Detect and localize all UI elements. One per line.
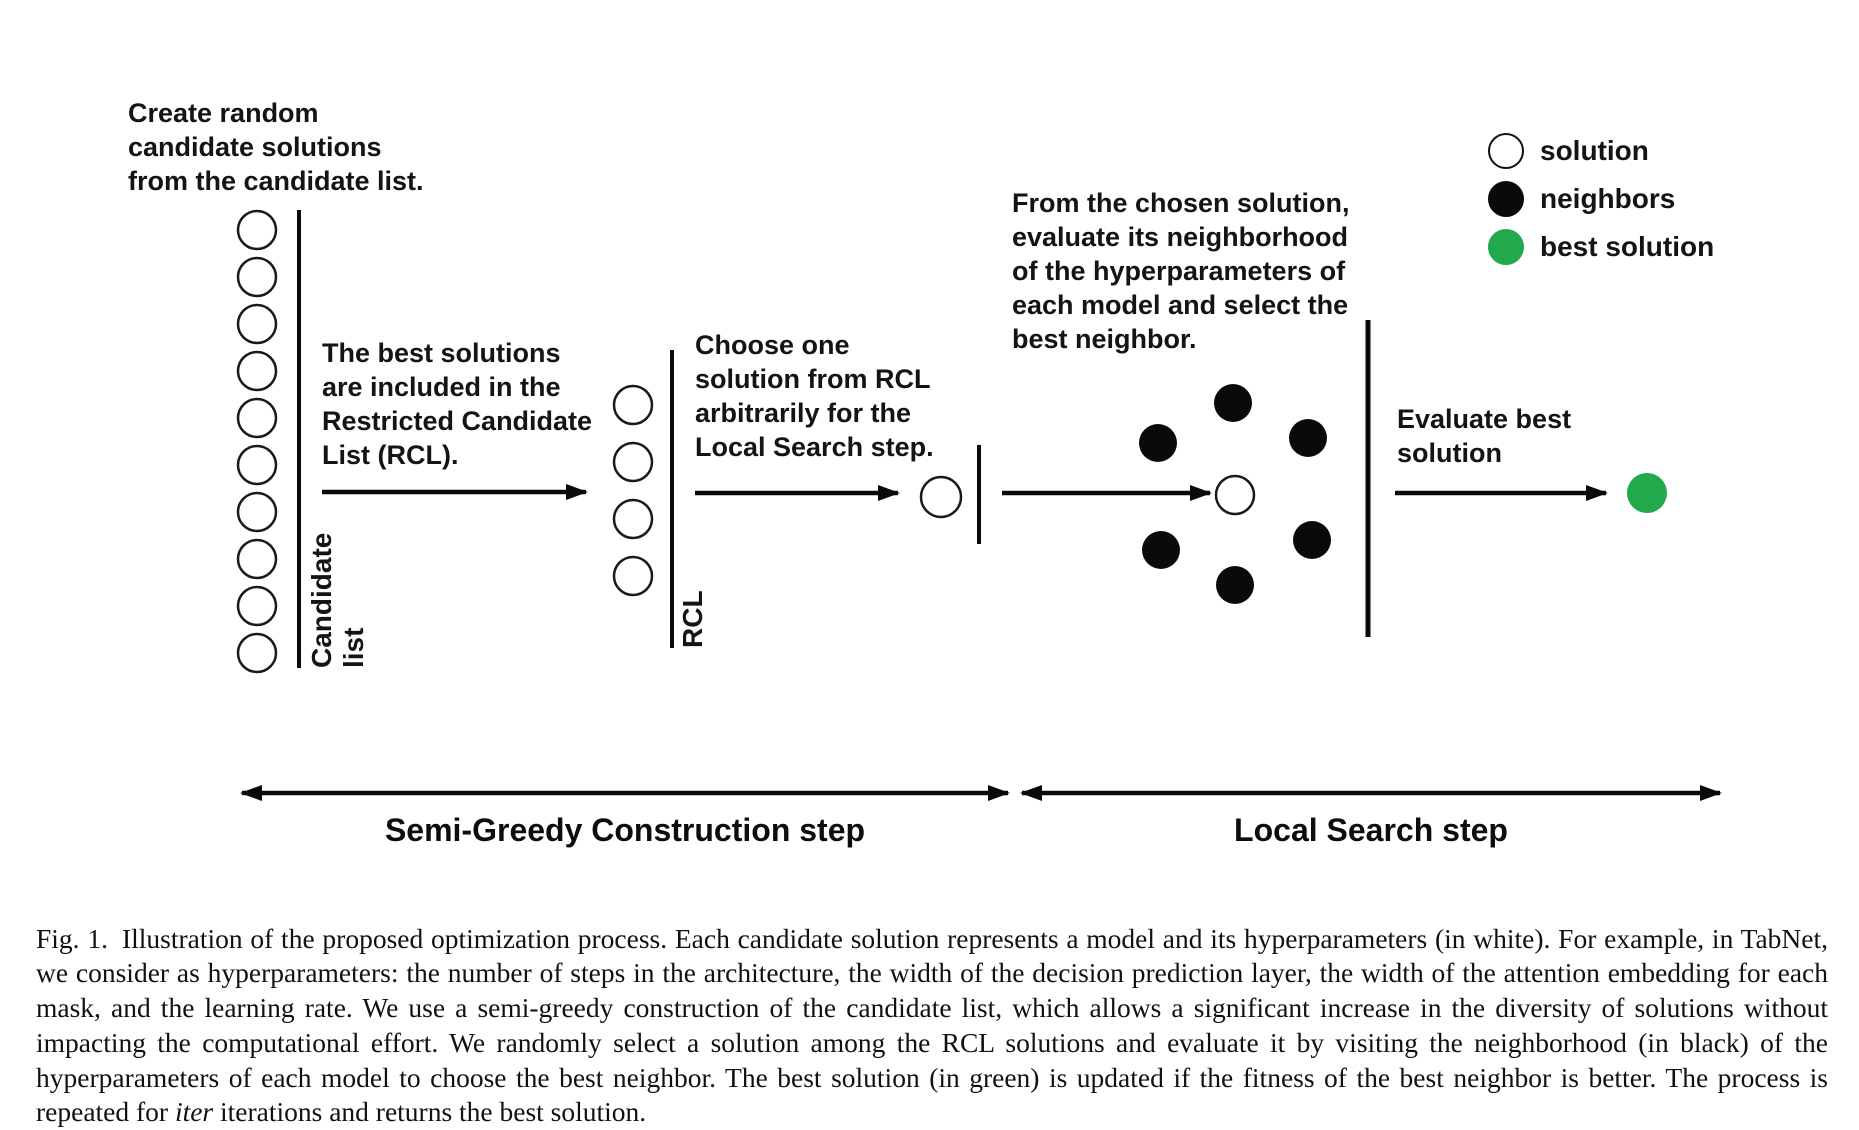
candidate-circle xyxy=(238,634,276,672)
candidate-circle xyxy=(238,493,276,531)
candidate-circle xyxy=(238,446,276,484)
neighbor-circle xyxy=(1142,531,1180,569)
annotation-best-solutions: The best solutions are included in the R… xyxy=(322,336,592,472)
legend-label-best-solution: best solution xyxy=(1540,231,1714,263)
solution-circle-icon xyxy=(1488,133,1524,169)
rcl-circle xyxy=(614,443,652,481)
legend: solution neighbors best solution xyxy=(1488,132,1714,276)
legend-row-neighbors: neighbors xyxy=(1488,180,1714,218)
caption-iter-word: iter xyxy=(175,1096,213,1127)
neighbor-circle xyxy=(1293,521,1331,559)
candidate-circle xyxy=(238,587,276,625)
caption-text-after-iter: iterations and returns the best solution… xyxy=(213,1096,646,1127)
candidate-list-circles xyxy=(238,211,276,672)
rcl-circle xyxy=(614,557,652,595)
candidate-circle xyxy=(238,352,276,390)
rcl-circles xyxy=(614,386,652,595)
candidate-circle xyxy=(238,305,276,343)
candidate-list-label: Candidate list xyxy=(306,506,370,668)
annotation-choose-one: Choose one solution from RCL arbitrarily… xyxy=(695,328,934,464)
candidate-circle xyxy=(238,211,276,249)
best-solution-circle xyxy=(1627,473,1667,513)
neighbor-circle xyxy=(1139,424,1177,462)
legend-label-solution: solution xyxy=(1540,135,1649,167)
annotation-from-chosen: From the chosen solution, evaluate its n… xyxy=(1012,186,1350,356)
caption-fig-label: Fig. 1. xyxy=(36,923,122,954)
legend-label-neighbors: neighbors xyxy=(1540,183,1675,215)
best-solution-circle-icon xyxy=(1488,229,1524,265)
candidate-circle xyxy=(238,258,276,296)
legend-row-solution: solution xyxy=(1488,132,1714,170)
neighbor-circle xyxy=(1216,566,1254,604)
center-solution-circle xyxy=(1216,476,1254,514)
neighbor-circle xyxy=(1289,419,1327,457)
rcl-label: RCL xyxy=(677,582,709,648)
neighbor-circle xyxy=(1214,384,1252,422)
candidate-circle xyxy=(238,399,276,437)
semi-greedy-step-label: Semi-Greedy Construction step xyxy=(245,812,1005,849)
local-search-step-label: Local Search step xyxy=(991,812,1751,849)
figure-caption: Fig. 1.Illustration of the proposed opti… xyxy=(36,922,1828,1130)
candidate-circle xyxy=(238,540,276,578)
annotation-create-random: Create random candidate solutions from t… xyxy=(128,96,424,198)
rcl-circle xyxy=(614,500,652,538)
annotation-evaluate-best: Evaluate best solution xyxy=(1397,402,1571,470)
rcl-circle xyxy=(614,386,652,424)
neighbors-circle-icon xyxy=(1488,181,1524,217)
legend-row-best-solution: best solution xyxy=(1488,228,1714,266)
chosen-solution-circle xyxy=(921,477,961,517)
